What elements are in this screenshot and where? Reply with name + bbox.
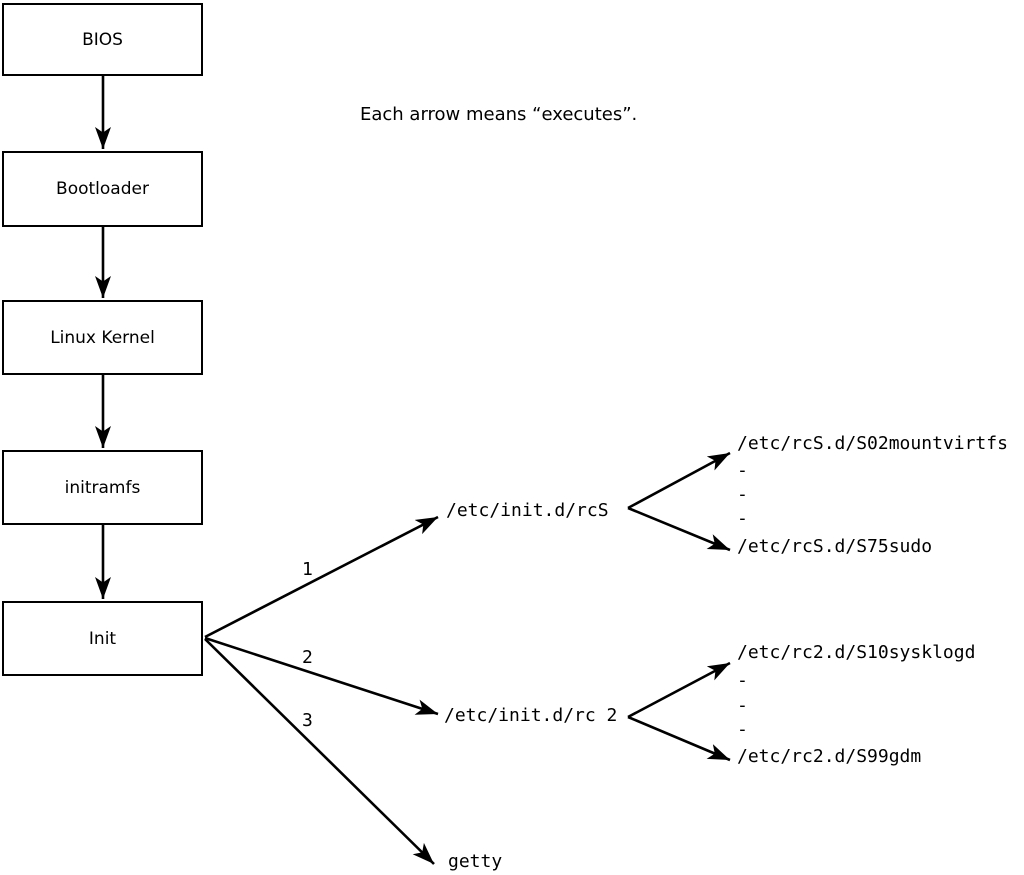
rcS-fan-dash: - — [737, 508, 748, 529]
target-getty: getty — [448, 851, 503, 872]
rcS-fan-dash: - — [737, 460, 748, 481]
box-linux-kernel-label: Linux Kernel — [50, 327, 155, 348]
rcS-fan-dash: - — [737, 484, 748, 505]
rc2-fan-dash: - — [737, 695, 748, 716]
box-bootloader: Bootloader — [2, 151, 203, 227]
box-bios: BIOS — [2, 3, 203, 76]
arrow-rc2-to-last — [627, 715, 731, 762]
box-bootloader-label: Bootloader — [56, 179, 149, 199]
arrow-init-to-getty — [204, 638, 435, 865]
box-initramfs-label: initramfs — [64, 477, 141, 498]
arrow-init-to-rc2 — [204, 636, 439, 716]
branch-1-number: 1 — [302, 559, 313, 580]
arrow-rcS-to-first — [627, 451, 731, 510]
rc2-fan-first: /etc/rc2.d/S10sysklogd — [737, 642, 976, 663]
arrow-rcS-to-last — [627, 506, 731, 552]
caption: Each arrow means “executes”. — [360, 104, 638, 125]
box-init: Init — [2, 601, 203, 676]
arrow-rc2-to-first — [627, 661, 731, 719]
rc2-fan-last: /etc/rc2.d/S99gdm — [737, 746, 922, 767]
rc2-fan-dash: - — [737, 670, 748, 691]
rcS-fan-last: /etc/rcS.d/S75sudo — [737, 536, 933, 557]
target-rcS: /etc/init.d/rcS — [446, 500, 609, 521]
arrow-init-to-rcS — [204, 515, 439, 639]
rcS-fan-first: /etc/rcS.d/S02mountvirtfs — [737, 433, 1008, 454]
box-initramfs: initramfs — [2, 450, 203, 525]
branch-2-number: 2 — [302, 647, 313, 668]
branch-3-number: 3 — [302, 710, 313, 731]
target-rc2: /etc/init.d/rc 2 — [444, 705, 618, 726]
box-init-label: Init — [88, 628, 117, 649]
box-bios-label: BIOS — [82, 29, 123, 50]
box-linux-kernel: Linux Kernel — [2, 300, 203, 375]
rc2-fan-dash: - — [737, 719, 748, 740]
